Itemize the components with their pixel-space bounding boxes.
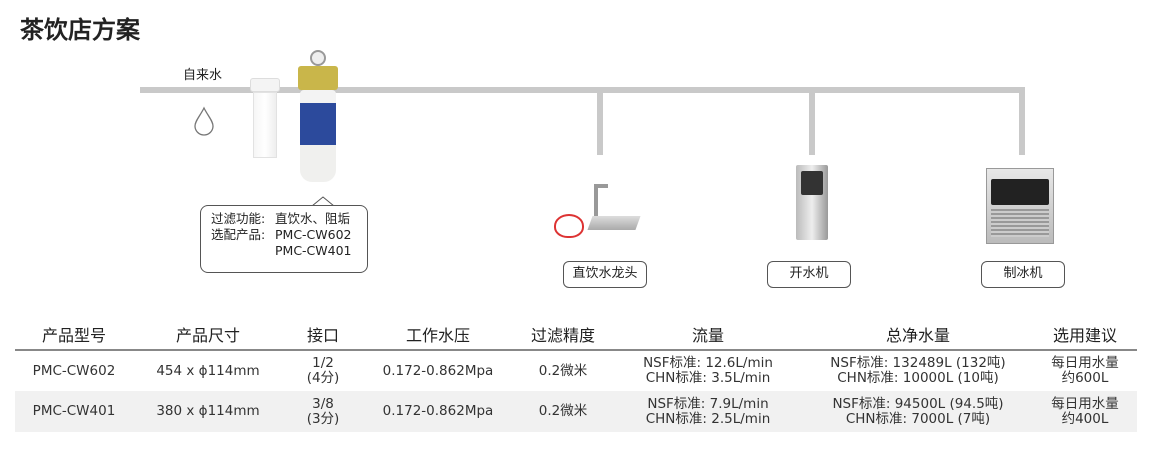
header-port: 接口: [283, 318, 363, 351]
main-pipe: [140, 87, 1025, 93]
table-header: 产品型号 产品尺寸 接口 工作水压 过滤精度 流量 总净水量 选用建议: [15, 318, 1137, 351]
cell-size: 454 x ϕ114mm: [156, 362, 260, 379]
header-capacity: 总净水量: [803, 318, 1033, 351]
port-size: 3/8: [312, 395, 334, 412]
water-boiler-image: [796, 165, 828, 240]
filter-callout: 过滤功能: 直饮水、阻垢 选配产品: PMC-CW602 PMC-CW401: [200, 205, 368, 273]
header-advice: 选用建议: [1033, 318, 1137, 351]
cell-model: PMC-CW401: [15, 391, 133, 432]
water-drop-icon: [194, 106, 214, 136]
branch-pipe-tap: [597, 87, 603, 155]
table-row: PMC-CW602 454 x ϕ114mm 1/2(4分) 0.172-0.8…: [15, 350, 1137, 391]
spec-table: 产品型号 产品尺寸 接口 工作水压 过滤精度 流量 总净水量 选用建议 PMC-…: [15, 318, 1137, 432]
cell-pressure: 0.172-0.862Mpa: [382, 362, 494, 379]
callout-product: PMC-CW602: [275, 227, 352, 242]
cell-size: 380 x ϕ114mm: [133, 391, 283, 432]
flow-nsf: NSF标准: 7.9L/min: [647, 395, 769, 412]
cell-capacity: NSF标准: 132489L (132吨)CHN标准: 10000L (10吨): [803, 350, 1033, 391]
callout-product: PMC-CW401: [275, 243, 352, 258]
source-label: 自来水: [183, 68, 223, 83]
advice-label: 每日用水量: [1051, 395, 1119, 412]
capacity-chn: CHN标准: 10000L (10吨): [837, 370, 999, 386]
flow-chn: CHN标准: 2.5L/min: [645, 410, 771, 427]
cell-precision: 0.2微米: [513, 391, 613, 432]
flow-nsf: NSF标准: 12.6L/min: [643, 355, 773, 371]
faucet-image: [552, 180, 641, 242]
capacity-chn: CHN标准: 7000L (7吨): [845, 410, 991, 427]
ice-maker-image: [986, 168, 1054, 244]
cell-model: PMC-CW602: [32, 362, 116, 379]
advice-label: 每日用水量: [1051, 355, 1119, 371]
cell-pressure: 0.172-0.862Mpa: [363, 391, 513, 432]
branch-pipe-ice: [1019, 87, 1025, 155]
callout-function-key: 过滤功能:: [211, 211, 266, 226]
header-precision: 过滤精度: [513, 318, 613, 351]
endpoint-label-boiler: 开水机: [767, 261, 851, 288]
header-pressure: 工作水压: [363, 318, 513, 351]
callout-pointer: [312, 196, 334, 207]
port-fen: (4分): [306, 370, 340, 386]
cell-advice: 每日用水量约600L: [1033, 350, 1137, 391]
advice-value: 约600L: [1061, 370, 1109, 386]
main-filter-image: [298, 50, 338, 184]
header-model: 产品型号: [15, 318, 133, 351]
port-size: 1/2: [312, 355, 334, 371]
endpoint-label-faucet: 直饮水龙头: [563, 261, 647, 288]
flow-chn: CHN标准: 3.5L/min: [645, 370, 771, 386]
capacity-nsf: NSF标准: 132489L (132吨): [830, 355, 1006, 371]
callout-products-key: 选配产品:: [211, 227, 266, 242]
endpoint-label-ice-maker: 制冰机: [981, 261, 1065, 288]
advice-value: 约400L: [1061, 410, 1109, 427]
branch-pipe-boiler: [809, 87, 815, 155]
port-fen: (3分): [306, 410, 340, 427]
header-flow: 流量: [613, 318, 803, 351]
header-size: 产品尺寸: [133, 318, 283, 351]
callout-function-value: 直饮水、阻垢: [275, 211, 351, 226]
cell-port: 3/8(3分): [283, 391, 363, 432]
cell-port: 1/2(4分): [283, 350, 363, 391]
pre-filter-image: [250, 78, 280, 160]
page-title: 茶饮店方案: [20, 16, 140, 44]
cell-precision: 0.2微米: [538, 362, 588, 379]
capacity-nsf: NSF标准: 94500L (94.5吨): [832, 395, 1004, 412]
cell-capacity: NSF标准: 94500L (94.5吨)CHN标准: 7000L (7吨): [803, 391, 1033, 432]
cell-advice: 每日用水量约400L: [1033, 391, 1137, 432]
table-row: PMC-CW401 380 x ϕ114mm 3/8(3分) 0.172-0.8…: [15, 391, 1137, 432]
